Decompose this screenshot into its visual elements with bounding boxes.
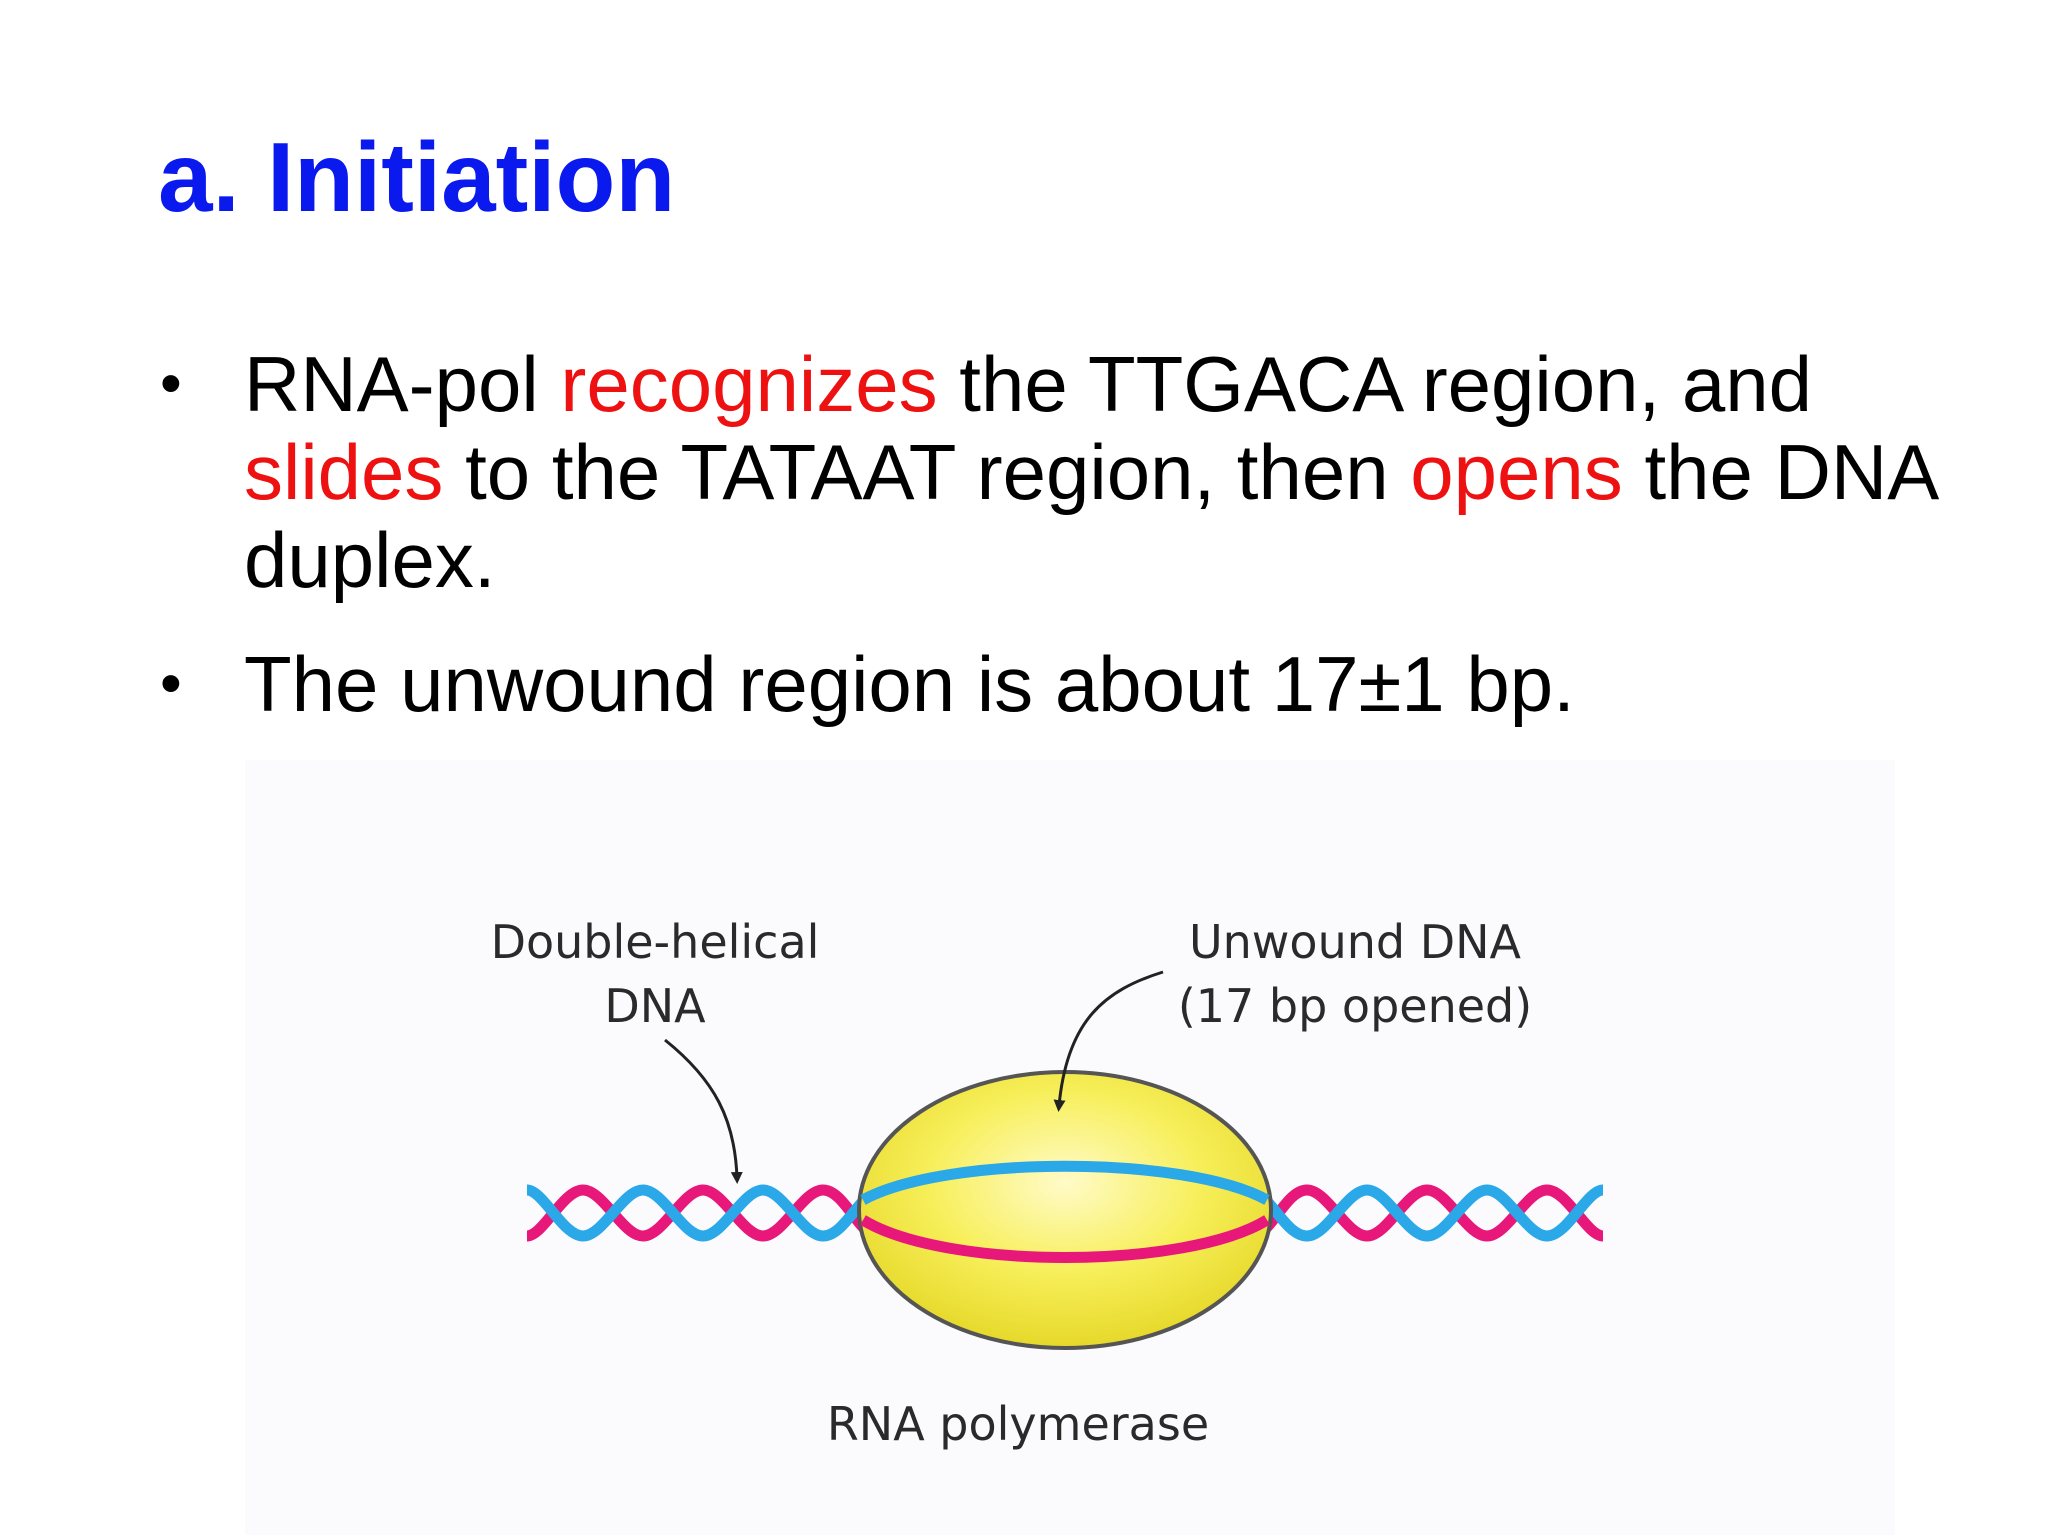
left-double-helix	[525, 1184, 878, 1242]
right-blue-strand	[1252, 1184, 1605, 1242]
slide-title: a. Initiation	[158, 122, 676, 232]
text-run: the TTGACA region, and	[937, 340, 1813, 428]
label-unwound-line1: Unwound DNA	[1189, 915, 1522, 969]
label-rna-polymerase: RNA polymerase	[827, 1397, 1209, 1451]
double-helical-arrow	[664, 1038, 743, 1184]
bullet-item: • RNA-pol recognizes the TTGACA region, …	[158, 340, 1958, 604]
rna-polymerase-body	[857, 1070, 1273, 1350]
transcription-initiation-diagram: Double-helical DNA Unwound DNA (17 bp op…	[245, 760, 1895, 1535]
bullet-text-2: The unwound region is about 17±1 bp.	[244, 640, 1575, 728]
bullet-item: • The unwound region is about 17±1 bp.	[158, 640, 1958, 728]
unwound-blue-strand	[860, 1160, 1270, 1205]
bullet-list: • RNA-pol recognizes the TTGACA region, …	[158, 340, 1958, 764]
text-run: RNA-pol	[244, 340, 561, 428]
diagram-svg: Double-helical DNA Unwound DNA (17 bp op…	[491, 915, 1605, 1451]
highlight-opens: opens	[1410, 428, 1623, 516]
highlight-slides: slides	[244, 428, 444, 516]
bullet-icon: •	[160, 649, 182, 718]
left-pink-strand	[525, 1184, 878, 1242]
label-double-helical-line2: DNA	[604, 979, 706, 1033]
right-pink-strand	[1252, 1184, 1605, 1242]
label-unwound-line2: (17 bp opened)	[1178, 979, 1532, 1033]
label-double-helical-line1: Double-helical	[491, 915, 820, 969]
left-blue-strand	[525, 1184, 878, 1242]
unwound-arrow	[1053, 970, 1164, 1112]
unwound-pink-strand	[860, 1215, 1270, 1263]
bullet-icon: •	[160, 349, 182, 418]
highlight-recognizes: recognizes	[560, 340, 938, 428]
text-run: to the TATAAT region, then	[443, 428, 1411, 516]
right-double-helix	[1252, 1184, 1605, 1242]
bullet-text-1: RNA-pol recognizes the TTGACA region, an…	[244, 340, 1935, 604]
text-run: the DNA duplex.	[244, 428, 1935, 604]
